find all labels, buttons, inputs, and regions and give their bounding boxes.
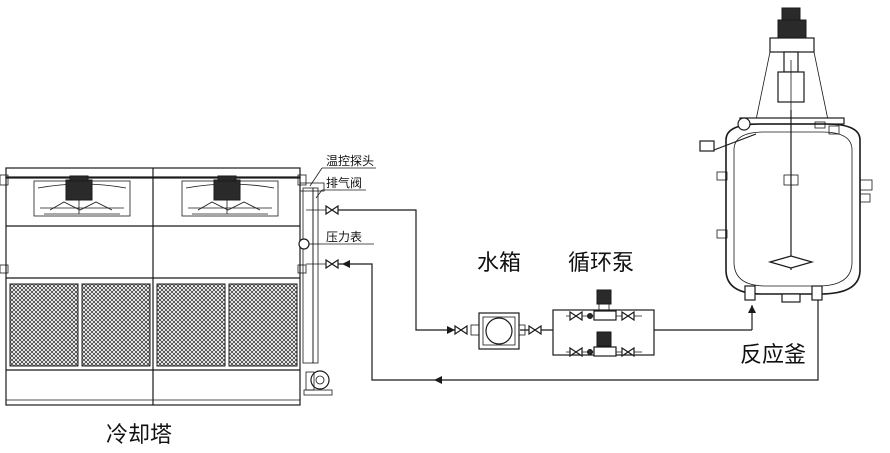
fill-panel bbox=[228, 283, 298, 367]
tower-pump-icon bbox=[303, 370, 333, 396]
pump-icon bbox=[593, 289, 617, 321]
cooling-tower-label: 冷却塔 bbox=[106, 423, 172, 448]
supply-pipe bbox=[338, 209, 756, 334]
water-tank-label: 水箱 bbox=[477, 251, 521, 276]
reactor bbox=[699, 7, 873, 303]
cooling-tower bbox=[0, 167, 339, 406]
return-pipe bbox=[338, 260, 819, 384]
fill-panel bbox=[156, 283, 226, 367]
vent-valve-label: 排气阀 bbox=[326, 175, 362, 190]
pressure-gauge-label: 压力表 bbox=[326, 230, 362, 244]
reactor-label: 反应釜 bbox=[740, 343, 806, 368]
fill-panel bbox=[81, 283, 151, 367]
circulation-pump-label: 循环泵 bbox=[568, 251, 634, 276]
pump-icon bbox=[593, 331, 617, 357]
fill-panel bbox=[9, 283, 79, 367]
water-tank bbox=[454, 312, 542, 350]
temp-probe-label: 温控探头 bbox=[326, 154, 374, 168]
circulation-pump-skid bbox=[552, 289, 655, 358]
fan-unit bbox=[181, 175, 279, 217]
fan-unit bbox=[33, 175, 131, 217]
pressure-gauge-dial bbox=[298, 238, 310, 250]
